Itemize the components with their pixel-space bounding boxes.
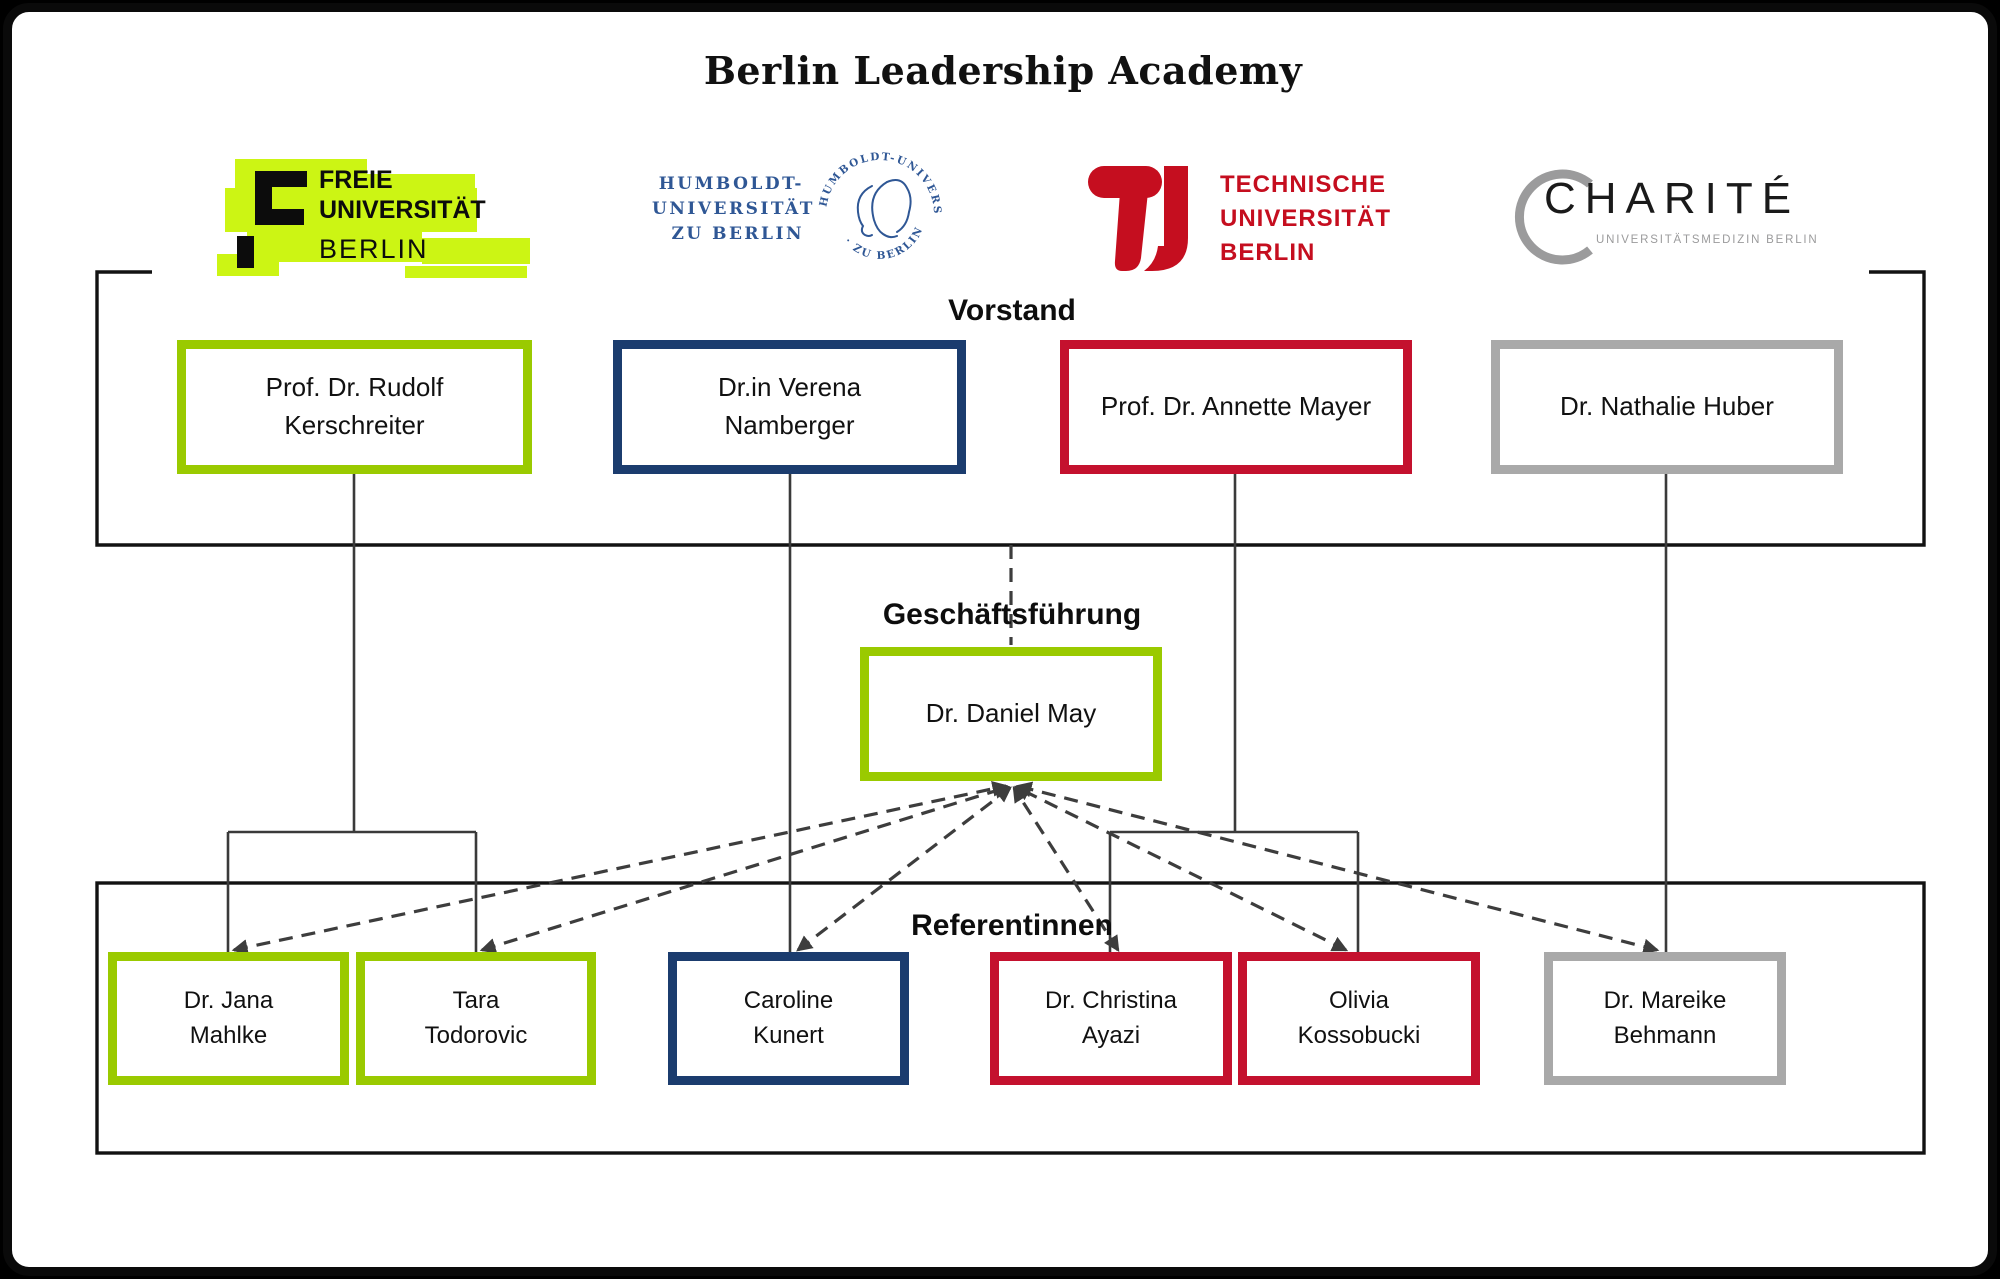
fu-logo-line2: UNIVERSITÄT (319, 196, 486, 224)
fu-green-block (422, 238, 530, 264)
fu-seal-mark (255, 171, 272, 225)
tu-logo-line2: UNIVERSITÄT (1220, 205, 1392, 232)
member-name: Dr.in Verena Namberger (717, 372, 862, 440)
line-kerschreiter-group (226, 474, 478, 952)
member-name: Dr. Jana Mahlke (183, 986, 274, 1049)
tu-logo-line1: TECHNISCHE (1220, 171, 1387, 198)
hu-logo-line3: ZU BERLIN (671, 224, 804, 244)
tu-mark-arm (1088, 166, 1162, 198)
hu-seal-profile-front (871, 181, 898, 239)
fu-seal-mark (237, 236, 254, 268)
member-box-ayazi: Dr. Christina Ayazi (990, 952, 1232, 1085)
member-name: Dr. Mareike Behmann (1603, 986, 1727, 1049)
member-box-mahlke: Dr. Jana Mahlke (108, 952, 349, 1085)
member-name: Olivia Kossobucki (1297, 986, 1421, 1049)
member-box-huber: Dr. Nathalie Huber (1491, 340, 1843, 474)
hu-logo-line1: HUMBOLDT- (658, 174, 804, 194)
svg-text:HUMBOLDT-UNIVERSITÄT: HUMBOLDT-UNIVERSITÄT (815, 150, 943, 216)
tu-mark-icon (1088, 166, 1188, 271)
hu-logo-wordmark: HUMBOLDT- UNIVERSITÄT ZU BERLIN (652, 172, 815, 247)
fu-logo-line1: FREIE (319, 166, 393, 194)
member-box-namberger: Dr.in Verena Namberger (613, 340, 966, 474)
member-name: Tara Todorovic (424, 986, 528, 1049)
charite-subtitle: UNIVERSITÄTSMEDIZIN BERLIN (1596, 234, 1819, 246)
member-box-mayer: Prof. Dr. Annette Mayer (1060, 340, 1412, 474)
member-box-behmann: Dr. Mareike Behmann (1544, 952, 1786, 1085)
member-box-kossobucki: Olivia Kossobucki (1238, 952, 1480, 1085)
hu-logo-line2: UNIVERSITÄT (652, 199, 815, 219)
member-name: Dr. Daniel May (925, 698, 1097, 729)
tu-mark-u (1144, 166, 1188, 271)
referentinnen-section-label: Referentinnen (911, 909, 1113, 942)
member-box-todorovic: Tara Todorovic (356, 952, 596, 1085)
tu-logo-wordmark: TECHNISCHE UNIVERSITÄT BERLIN (1220, 168, 1391, 270)
hu-seal-text-top: HUMBOLDT-UNIVERSITÄT (815, 150, 941, 216)
member-box-kerschreiter: Prof. Dr. Rudolf Kerschreiter (177, 340, 532, 474)
charite-c-icon (1514, 169, 1593, 265)
page-title: Berlin Leadership Academy (703, 48, 1303, 93)
fu-green-block (405, 266, 527, 278)
tu-berlin-logo: TECHNISCHE UNIVERSITÄT BERLIN (1084, 162, 1414, 277)
member-name: Prof. Dr. Annette Mayer (1100, 391, 1372, 422)
member-name: Prof. Dr. Rudolf Kerschreiter (265, 372, 444, 440)
fu-seal-mark (272, 209, 304, 225)
member-box-may: Dr. Daniel May (860, 647, 1162, 781)
org-chart-canvas: Berlin Leadership Academy FREIE UNIVERSI… (3, 3, 1997, 1276)
hu-seal-icon: HUMBOLDT-UNIVERSITÄT · ZU BERLIN · (815, 150, 943, 262)
fu-berlin-logo: FREIE UNIVERSITÄT BERLIN (217, 154, 577, 284)
member-name: Dr. Nathalie Huber (1560, 391, 1774, 422)
member-name: Caroline Kunert (743, 986, 834, 1049)
geschaeftsfuehrung-section-label: Geschäftsführung (882, 598, 1142, 631)
charite-logo: CHARITÉ UNIVERSITÄTSMEDIZIN BERLIN (1504, 162, 1834, 272)
tu-mark-stem (1114, 192, 1148, 271)
hu-berlin-logo: HUMBOLDT- UNIVERSITÄT ZU BERLIN HUMBOLDT… (652, 130, 972, 280)
fu-logo-line3: BERLIN (319, 234, 429, 264)
vorstand-section-label: Vorstand (948, 294, 1076, 327)
hu-seal-hair (886, 179, 912, 233)
charite-wordmark: CHARITÉ (1544, 174, 1801, 223)
tu-logo-line3: BERLIN (1220, 239, 1316, 266)
member-box-kunert: Caroline Kunert (668, 952, 909, 1085)
hu-seal-profile-back (856, 185, 873, 237)
member-name: Dr. Christina Ayazi (1044, 986, 1178, 1049)
